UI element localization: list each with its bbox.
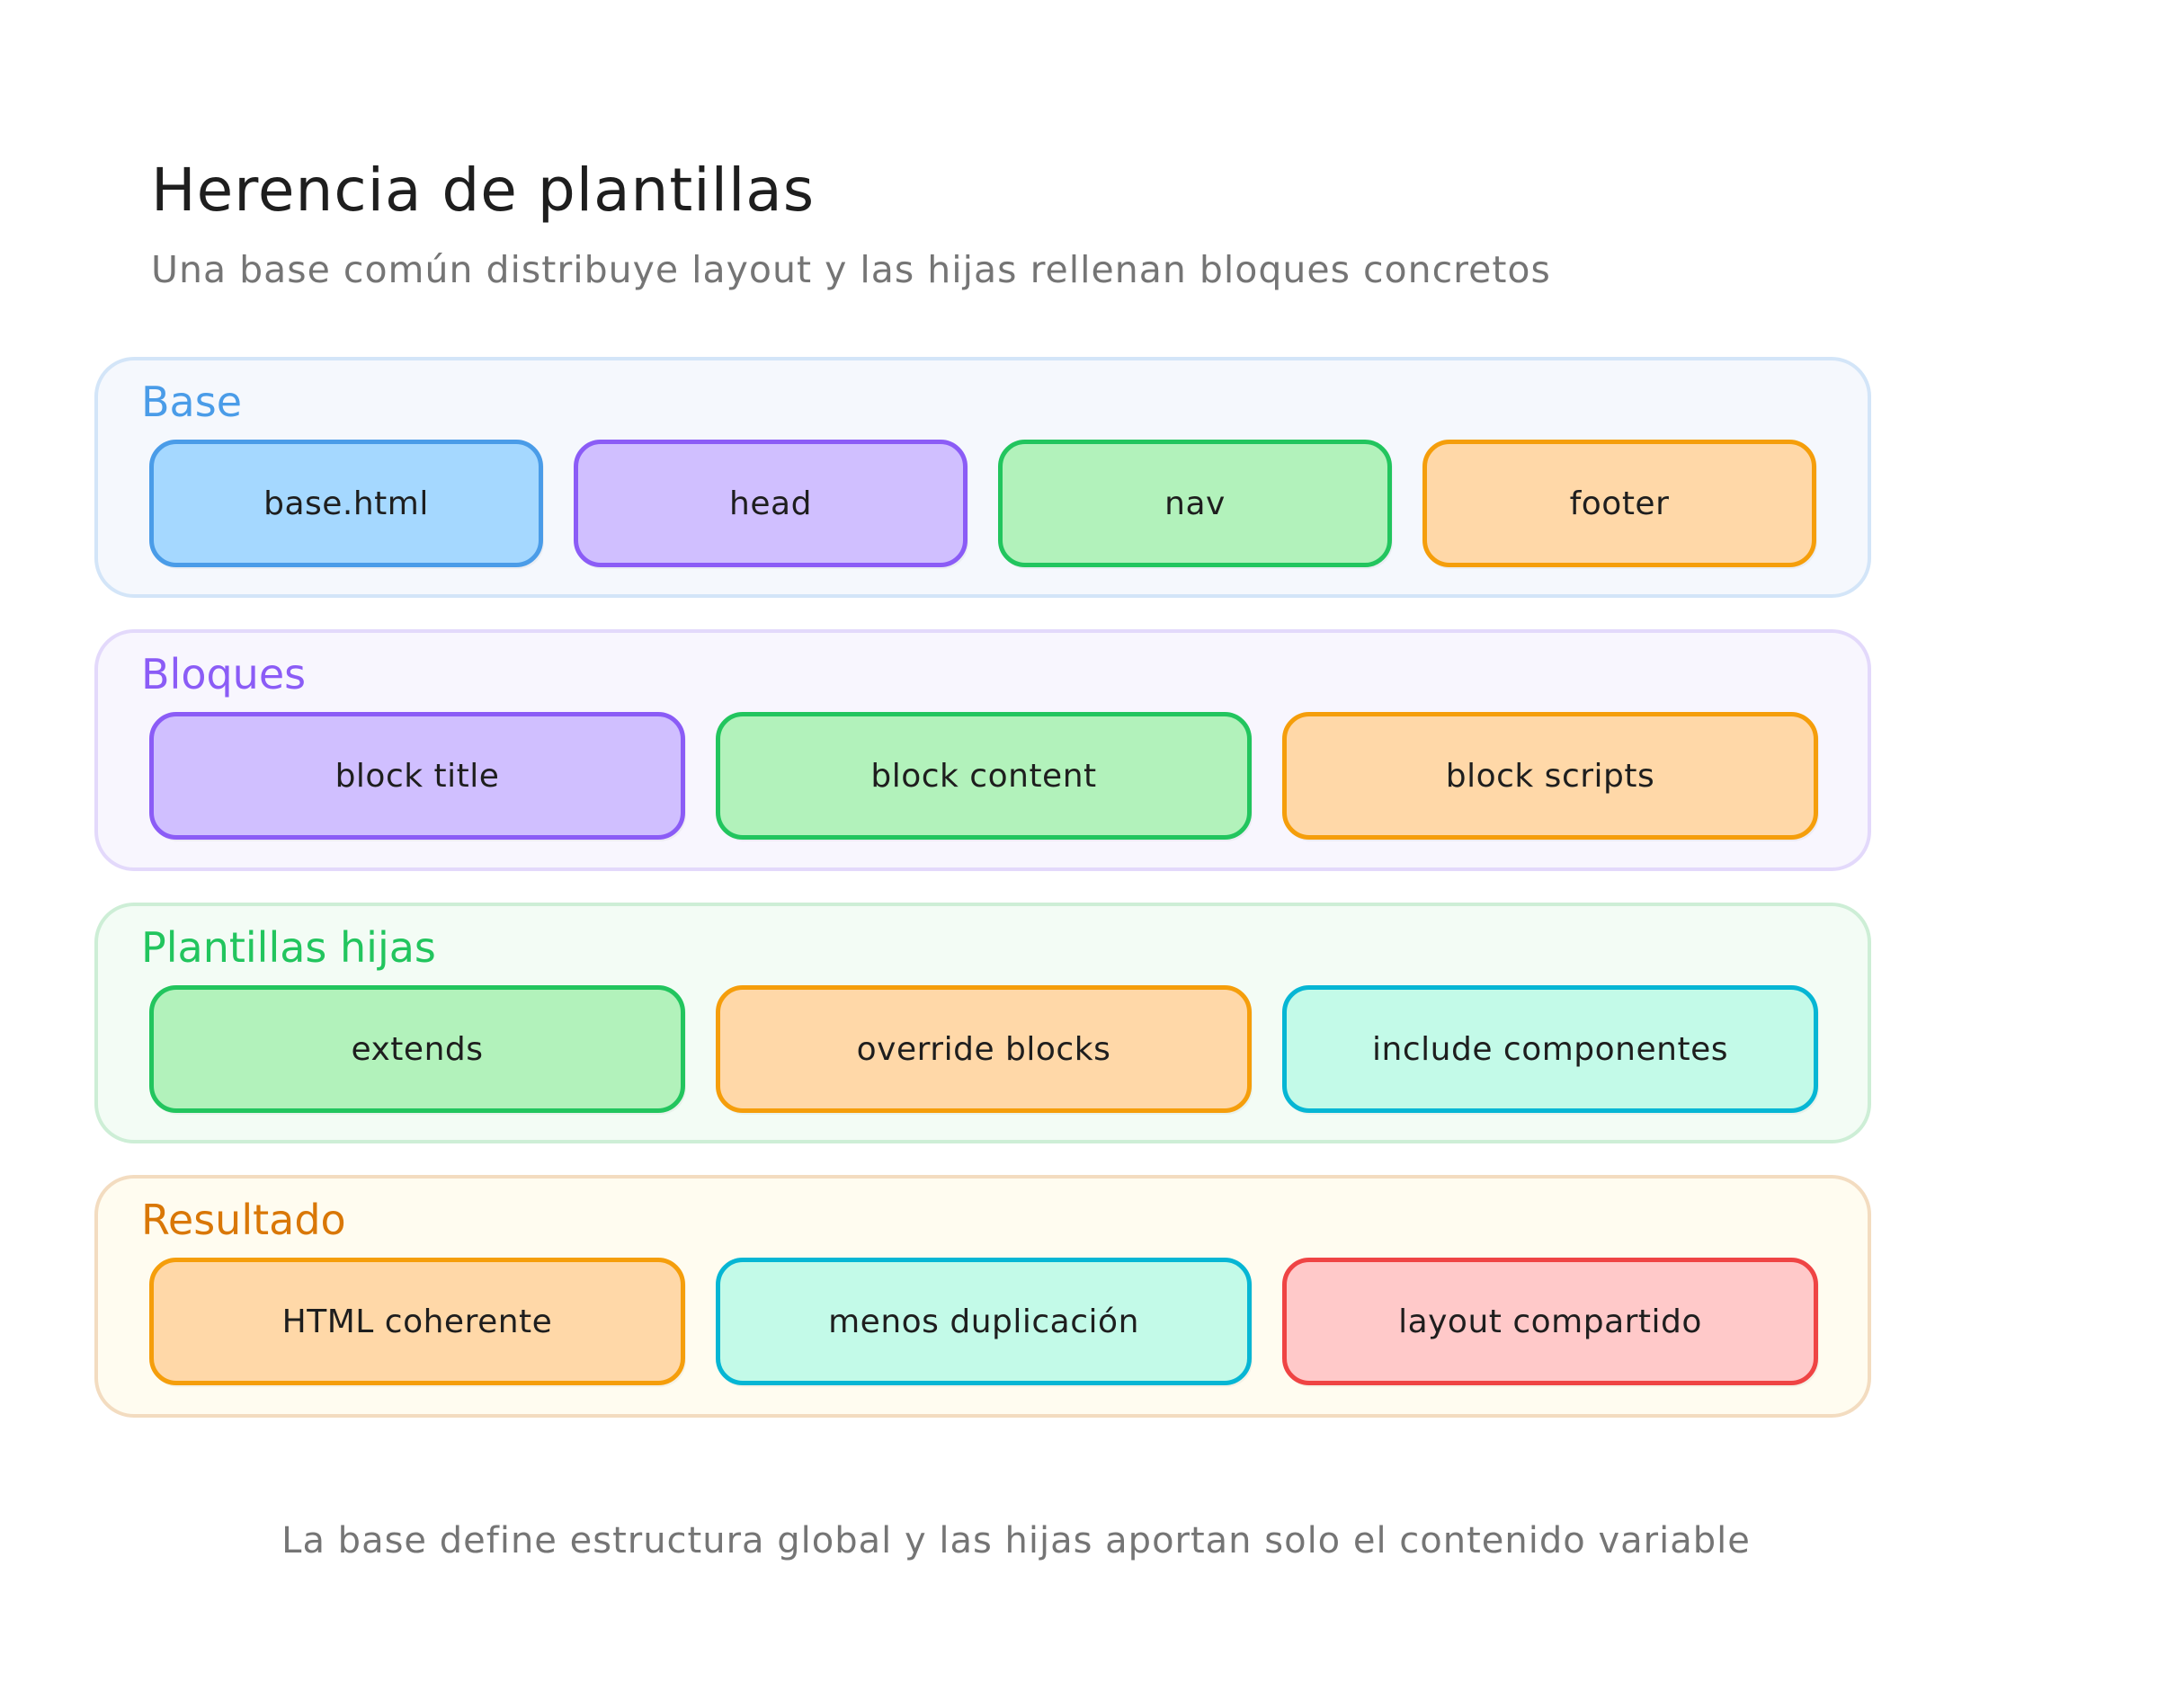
node-block-scripts: block scripts (1282, 712, 1818, 840)
node-override-blocks: override blocks (716, 985, 1252, 1113)
diagram-subtitle: Una base común distribuye layout y las h… (151, 248, 1551, 291)
node-html-coherente: HTML coherente (149, 1258, 685, 1385)
section-label-bloques: Bloques (141, 650, 307, 698)
section-bloques: Bloques block title block content block … (94, 629, 1871, 871)
node-head: head (574, 440, 968, 567)
node-menos-duplicacion: menos duplicación (716, 1258, 1252, 1385)
node-base-html: base.html (149, 440, 543, 567)
section-plantillas-hijas: Plantillas hijas extends override blocks… (94, 903, 1871, 1143)
section-label-base: Base (141, 378, 243, 426)
section-label-resultado: Resultado (141, 1196, 346, 1244)
diagram-title: Herencia de plantillas (151, 156, 816, 225)
node-block-title: block title (149, 712, 685, 840)
section-resultado: Resultado HTML coherente menos duplicaci… (94, 1175, 1871, 1418)
node-nav: nav (998, 440, 1392, 567)
section-label-plantillas-hijas: Plantillas hijas (141, 923, 436, 972)
node-extends: extends (149, 985, 685, 1113)
section-base: Base base.html head nav footer (94, 357, 1871, 598)
node-block-content: block content (716, 712, 1252, 840)
node-layout-compartido: layout compartido (1282, 1258, 1818, 1385)
node-include-componentes: include componentes (1282, 985, 1818, 1113)
footer-note: La base define estructura global y las h… (281, 1520, 1751, 1561)
node-footer: footer (1422, 440, 1816, 567)
